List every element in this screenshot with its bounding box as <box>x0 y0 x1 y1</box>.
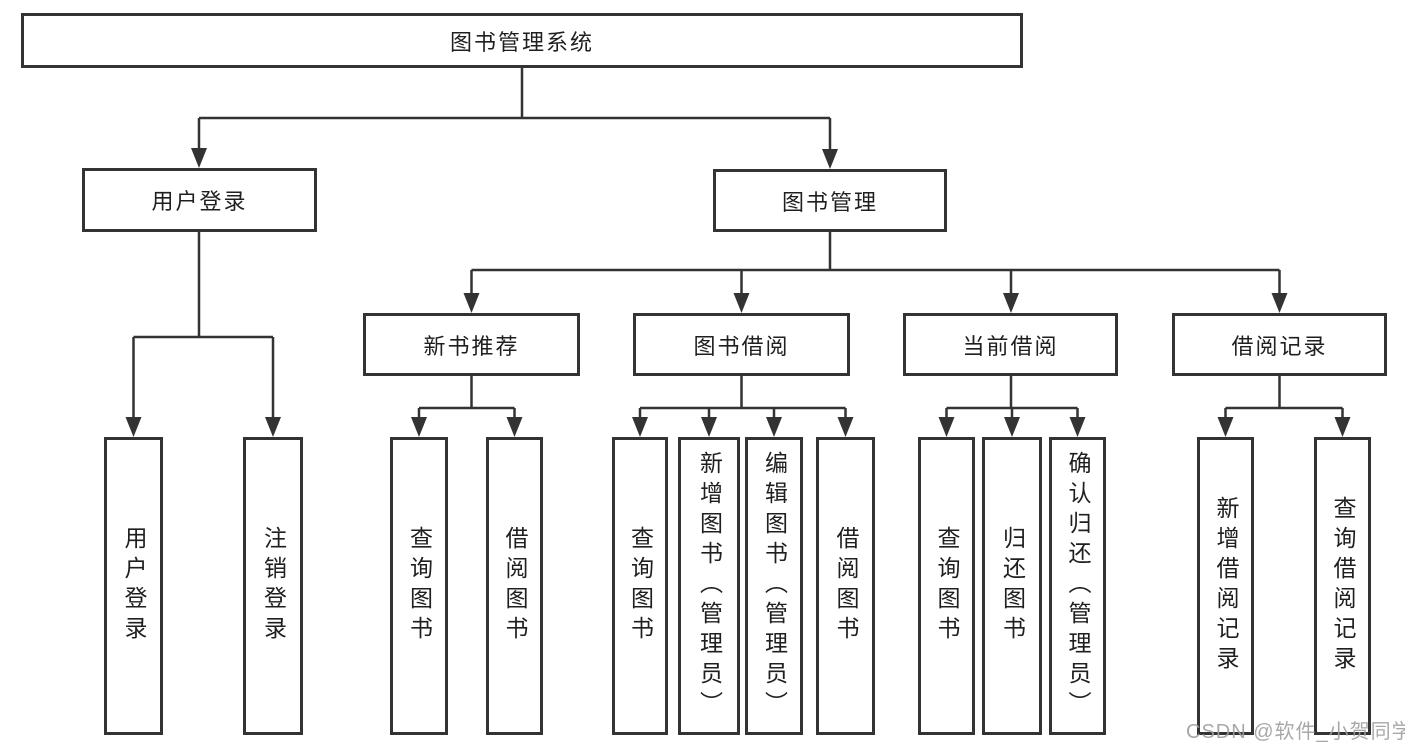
leaf-borrow-query-books-label: 查询图书 <box>627 526 654 646</box>
node-new-book-recommend: 新书推荐 <box>363 313 580 376</box>
csdn-watermark: CSDN @软件_小贺同学 <box>1186 721 1405 743</box>
leaf-borrow-add-books-admin-label: 新增图书（管理员） <box>696 451 723 721</box>
leaf-current-confirm-return-admin-label: 确认归还（管理员） <box>1065 451 1091 721</box>
leaf-records-query-record: 查询借阅记录 <box>1314 437 1371 735</box>
leaf-records-query-record-label: 查询借阅记录 <box>1330 496 1356 676</box>
leaf-current-return-books-label: 归还图书 <box>999 526 1026 646</box>
node-root: 图书管理系统 <box>21 13 1023 68</box>
node-book-mgmt-label: 图书管理 <box>781 189 878 215</box>
node-user-login: 用户登录 <box>82 168 317 232</box>
leaf-recommend-borrow-books-label: 借阅图书 <box>502 526 528 646</box>
node-new-book-recommend-label: 新书推荐 <box>423 333 520 359</box>
node-root-label: 图书管理系统 <box>449 29 594 55</box>
node-current-borrow: 当前借阅 <box>903 313 1118 376</box>
leaf-records-add-record: 新增借阅记录 <box>1197 437 1254 735</box>
leaf-borrow-query-books: 查询图书 <box>612 437 668 735</box>
leaf-logout: 注销登录 <box>243 437 303 735</box>
leaf-borrow-edit-books-admin-label: 编辑图书（管理员） <box>761 451 788 721</box>
leaf-current-query-books-label: 查询图书 <box>934 526 960 646</box>
node-borrow-records: 借阅记录 <box>1172 313 1387 376</box>
leaf-current-query-books: 查询图书 <box>918 437 975 735</box>
leaf-borrow-add-books-admin: 新增图书（管理员） <box>678 437 740 735</box>
node-current-borrow-label: 当前借阅 <box>962 333 1059 359</box>
node-book-borrow: 图书借阅 <box>633 313 850 376</box>
leaf-current-confirm-return-admin: 确认归还（管理员） <box>1049 437 1106 735</box>
leaf-recommend-query-books: 查询图书 <box>390 437 448 735</box>
leaf-current-return-books: 归还图书 <box>982 437 1042 735</box>
leaf-recommend-borrow-books: 借阅图书 <box>486 437 543 735</box>
node-user-login-label: 用户登录 <box>151 189 248 214</box>
leaf-recommend-query-books-label: 查询图书 <box>406 526 433 646</box>
leaf-borrow-borrow-books: 借阅图书 <box>816 437 875 735</box>
node-book-mgmt: 图书管理 <box>713 169 947 232</box>
leaf-borrow-edit-books-admin: 编辑图书（管理员） <box>745 437 803 735</box>
leaf-logout-label: 注销登录 <box>260 526 287 646</box>
leaf-user-login-label: 用户登录 <box>121 526 147 646</box>
node-book-borrow-label: 图书借阅 <box>693 333 790 359</box>
leaf-records-add-record-label: 新增借阅记录 <box>1213 496 1239 676</box>
leaf-user-login: 用户登录 <box>104 437 163 735</box>
leaf-borrow-borrow-books-label: 借阅图书 <box>833 526 859 646</box>
node-borrow-records-label: 借阅记录 <box>1231 333 1328 359</box>
